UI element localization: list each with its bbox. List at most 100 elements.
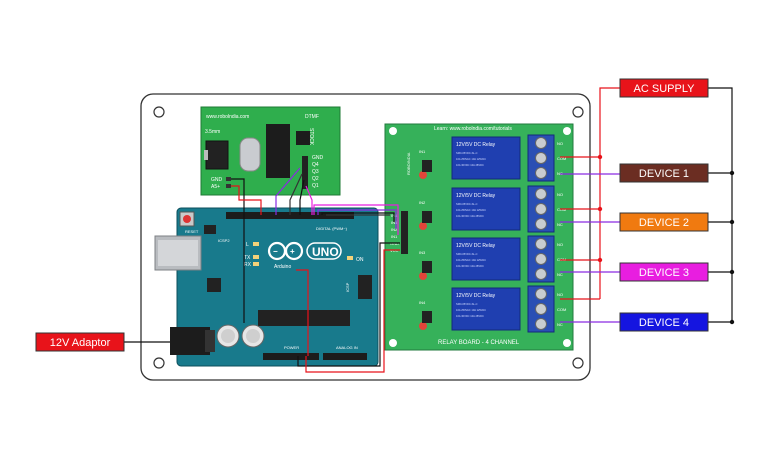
device-4-label: DEVICE 4 (639, 317, 689, 329)
icsp2-header: ICSP2 (204, 225, 230, 243)
relay-board-site: Learn: www.robolndia.com/tutorials (434, 126, 512, 132)
relay-led (419, 322, 427, 330)
terminal-label-com: COM (557, 156, 566, 161)
led-rx (253, 262, 259, 266)
device-1-label: DEVICE 1 (639, 168, 689, 180)
terminal-screw (535, 238, 547, 250)
icsp-header: ICSP (345, 275, 372, 299)
svg-text:ICSP: ICSP (345, 282, 350, 292)
led-tx-label: TX (244, 255, 251, 261)
dtmf-pin-gnd: GND (312, 155, 324, 161)
junction-dot (729, 319, 735, 325)
device-2-box (619, 212, 709, 232)
device-3-label-box: DEVICE 3 (619, 262, 709, 282)
digital-label: DIGITAL (PWM~) (316, 226, 348, 231)
relay-spec-text: 10A 250VAC 10A 125VAC (456, 308, 486, 312)
terminal-screw (535, 167, 547, 179)
relay-channel-label: IN1 (419, 149, 426, 154)
relay-led (419, 272, 427, 280)
relay-body (451, 237, 521, 281)
relay-board-hole (563, 127, 571, 135)
terminal-screw (535, 288, 547, 300)
analog-label: ANALOG IN (336, 345, 358, 350)
dc-power-jack (170, 327, 210, 355)
relay-pin-in1: IN1 (391, 234, 398, 239)
led-l-label: L (246, 242, 249, 248)
relay-input-header (401, 211, 408, 254)
ac-live-wire (560, 87, 620, 300)
dtmf-pin-gnd-left: GND (211, 177, 223, 183)
svg-text:−: − (273, 247, 278, 256)
ac-supply-box (619, 78, 709, 98)
svg-text:ICSP2: ICSP2 (218, 238, 230, 243)
relay-board-hole (389, 339, 397, 347)
relay-label: 12V/5V DC Relay (456, 193, 496, 199)
terminal-label-nc: NC (557, 222, 563, 227)
relay-channel-label: IN2 (419, 200, 426, 205)
dtmf-title: DTMF (305, 114, 319, 120)
relay-board-brand: ROBOINDIA (406, 152, 411, 175)
relay-transistor (422, 211, 432, 223)
relay-channel-label: IN4 (419, 300, 426, 305)
relay-spec-text: 10A 30VDC 10A 28VDC (456, 214, 484, 218)
on-led (347, 256, 353, 260)
device-2-label: DEVICE 2 (639, 217, 689, 229)
analog-header (323, 353, 367, 360)
svg-text:+: + (290, 247, 295, 256)
wiring (124, 87, 733, 373)
dtmf-ic-small (296, 131, 310, 145)
terminal-screw (535, 268, 547, 280)
uno-badge (306, 242, 342, 260)
arduino-model: UNO (312, 245, 339, 259)
device-3-label: DEVICE 3 (639, 267, 689, 279)
ac-supply-label-box: AC SUPPLY (619, 78, 709, 98)
terminal-label-no: NO (557, 292, 563, 297)
junction-dot (729, 269, 735, 275)
terminal-label-no: NO (557, 192, 563, 197)
relay-spec-text: 10A 250VAC 10A 125VAC (456, 258, 486, 262)
plate-screw-hole (572, 106, 584, 118)
terminal-screw (535, 318, 547, 330)
plate-screw-hole (153, 106, 165, 118)
terminal-label-nc: NC (557, 322, 563, 327)
terminal-label-no: NO (557, 242, 563, 247)
relay-spec-text: 10A 30VDC 10A 28VDC (456, 264, 484, 268)
dtmf-pin-q1: Q1 (312, 183, 319, 189)
usb-chip (207, 278, 221, 292)
dtmf-jack-label: 3.5mm (205, 129, 220, 135)
relay-channel-label: IN3 (419, 250, 426, 255)
dtmf-pin-q2: Q2 (312, 176, 319, 182)
dtmf-pin-a5-left: A5+ (211, 184, 220, 190)
relay-spec-text: SRD-05VDC-SL-C (456, 252, 478, 256)
device-4-label-box: DEVICE 4 (619, 312, 709, 332)
dtmf-pin-q4: Q4 (312, 162, 319, 168)
dtmf-q4-wire (275, 167, 301, 215)
terminal-label-nc: NC (557, 171, 563, 176)
arduino-brand: Arduino (274, 264, 291, 270)
relay-board-title: RELAY BOARD - 4 CHANNEL (438, 340, 520, 346)
junctions (597, 154, 735, 325)
device-1-box (619, 163, 709, 183)
ac-supply-label: AC SUPPLY (634, 83, 696, 95)
dtmf-q1-wire (305, 185, 313, 215)
junction-dot (729, 219, 735, 225)
led-rx-label: RX (244, 262, 252, 268)
device-1-label-box: DEVICE 1 (619, 163, 709, 183)
relay-spec-text: SRD-05VDC-SL-C (456, 302, 478, 306)
relay-board-hole (563, 339, 571, 347)
dtmf-5v-wire (231, 185, 262, 215)
adaptor-label-box: 12V Adaptor (35, 332, 125, 352)
audio-jack (205, 140, 229, 170)
dtmf-q3-wire (289, 173, 303, 215)
junction-dot (597, 154, 603, 160)
junction-dot (597, 257, 603, 263)
dtmf-gnd-wire (231, 178, 245, 323)
terminal-label-no: NO (557, 141, 563, 146)
relay-transistor (422, 261, 432, 273)
crystal (239, 137, 261, 172)
